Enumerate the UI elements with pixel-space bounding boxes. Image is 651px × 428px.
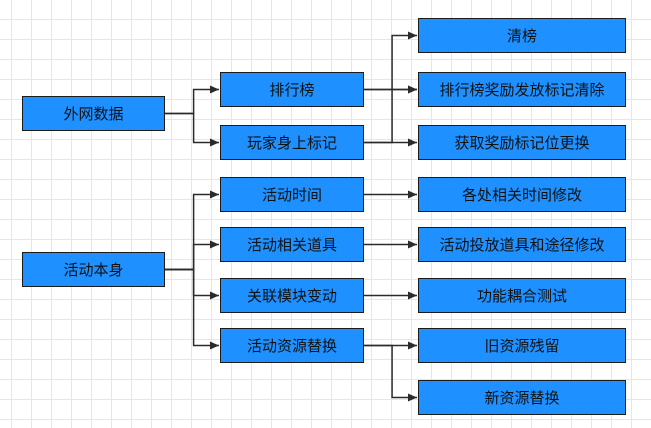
connector-waiwang_shuju-to-wanjia_shenshang_biaoji bbox=[165, 112, 219, 147]
node-huodong-ziyuan-tihuan: 活动资源替换 bbox=[220, 328, 364, 363]
node-wanjia-shenshang-biaoji: 玩家身上标记 bbox=[220, 125, 364, 160]
node-huodong-shijian: 活动时间 bbox=[220, 177, 364, 212]
connector-huodong_benshen-to-guanlian_mokuai_biandong bbox=[165, 268, 219, 300]
node-gechu-shijian-xiugai: 各处相关时间修改 bbox=[418, 177, 626, 212]
node-paihangbang: 排行榜 bbox=[220, 72, 364, 107]
connector-waiwang_shuju-to-paihangbang bbox=[165, 85, 219, 115]
connector-huodong_benshen-to-huodong_xiangguan_daoju bbox=[165, 240, 219, 271]
connector-huodong_ziyuan_tihuan-to-xin_ziyuan_tihuan bbox=[364, 344, 417, 402]
node-guanlian-mokuai-biandong: 关联模块变动 bbox=[220, 278, 364, 313]
node-huoqu-jiangli-biaoji-genghuan: 获取奖励标记位更换 bbox=[418, 125, 626, 160]
node-paihangbang-jiangli-biaoji-qingchu: 排行榜奖励发放标记清除 bbox=[418, 72, 626, 107]
node-jiu-ziyuan-canliu: 旧资源残留 bbox=[418, 328, 626, 363]
node-waiwang-shuju: 外网数据 bbox=[22, 96, 165, 131]
connector-wanjia_shenshang_biaoji-to-paihangbang_jiangli_biaoji_qingchu bbox=[364, 85, 417, 144]
connector-huodong_benshen-to-huodong_shijian bbox=[165, 190, 219, 271]
node-qingbang: 清榜 bbox=[418, 18, 626, 53]
node-huodong-xiangguan-daoju: 活动相关道具 bbox=[220, 227, 364, 262]
node-huodong-benshen: 活动本身 bbox=[22, 252, 165, 287]
node-xin-ziyuan-tihuan: 新资源替换 bbox=[418, 380, 626, 415]
connector-huodong_benshen-to-huodong_ziyuan_tihuan bbox=[165, 268, 219, 350]
node-gongneng-ouhe-ceshi: 功能耦合测试 bbox=[418, 278, 626, 313]
connector-paihangbang-to-qingbang bbox=[364, 31, 417, 91]
node-daoju-tujing-xiugai: 活动投放道具和途径修改 bbox=[418, 227, 626, 262]
